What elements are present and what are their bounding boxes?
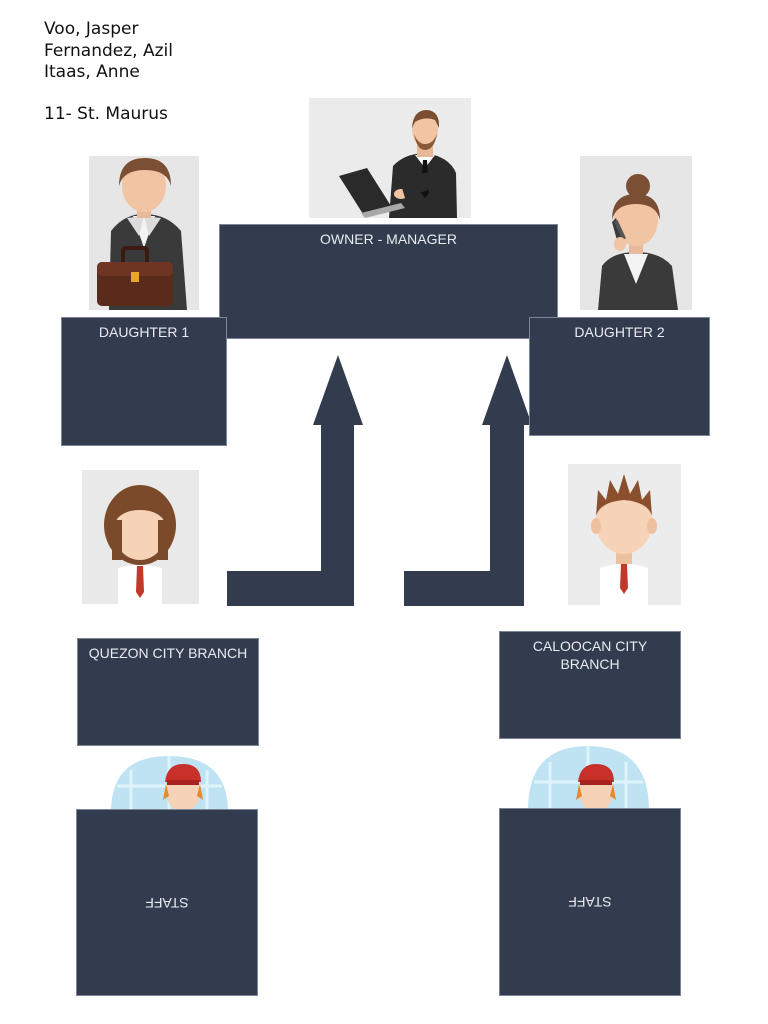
daughter2-box: DAUGHTER 2 [529,317,710,436]
left-arrow-label: SU [320,482,339,498]
staff-right-label: STAFF [568,894,612,910]
staff-left-box: STAFF [76,809,258,996]
daughter2-photo [580,156,692,310]
right-arrow-label: SU [492,482,511,498]
owner-manager-label: OWNER - MANAGER [320,231,457,247]
quezon-branch-box: QUEZON CITY BRANCH [77,638,259,746]
left-up-arrow [227,355,363,606]
caloocan-branch-box: CALOOCAN CITY BRANCH [499,631,681,739]
quezon-manager-photo [82,470,199,604]
staff-left-photo [111,756,228,812]
staff-right-photo [528,746,649,810]
section-label: 11- St. Maurus [44,104,168,124]
daughter2-label: DAUGHTER 2 [574,324,665,340]
staff-right-box: STAFF [499,808,681,996]
caloocan-branch-label: CALOOCAN CITY BRANCH [532,638,648,672]
daughter1-photo [89,156,199,310]
staff-left-label: STAFF [145,894,189,911]
caloocan-manager-photo [568,464,681,605]
author-list: Voo, Jasper Fernandez, Azil Itaas, Anne [44,19,173,84]
quezon-branch-label: QUEZON CITY BRANCH [88,645,248,661]
owner-manager-box: OWNER - MANAGER [219,224,558,339]
daughter1-label: DAUGHTER 1 [98,324,190,340]
author-name: Fernandez, Azil [44,40,173,61]
author-name: Voo, Jasper [44,19,139,39]
owner-photo [309,98,471,218]
daughter1-box: DAUGHTER 1 [61,317,227,446]
right-up-arrow [404,355,532,606]
author-name: Itaas, Anne [44,62,140,82]
